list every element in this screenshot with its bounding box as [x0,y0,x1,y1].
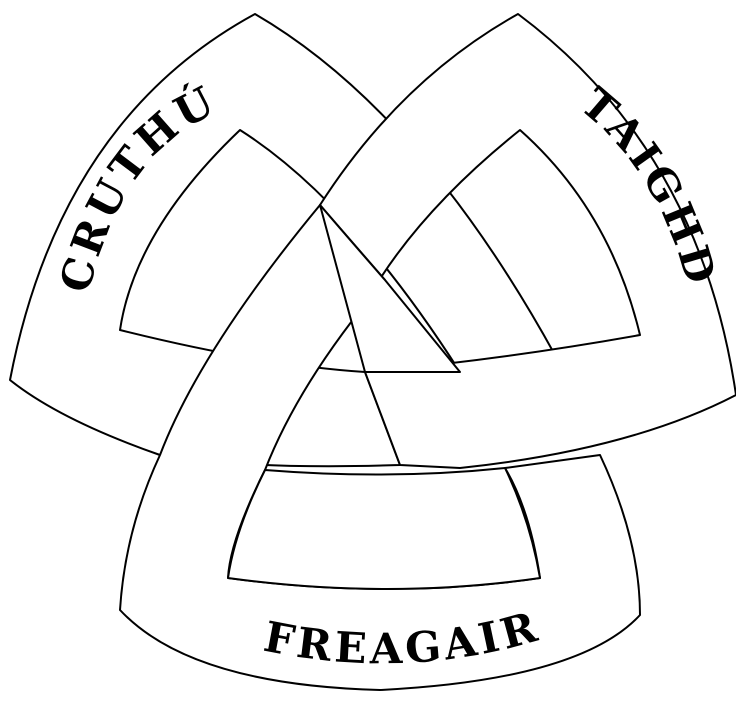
bottom-lobe-inner [228,468,540,589]
